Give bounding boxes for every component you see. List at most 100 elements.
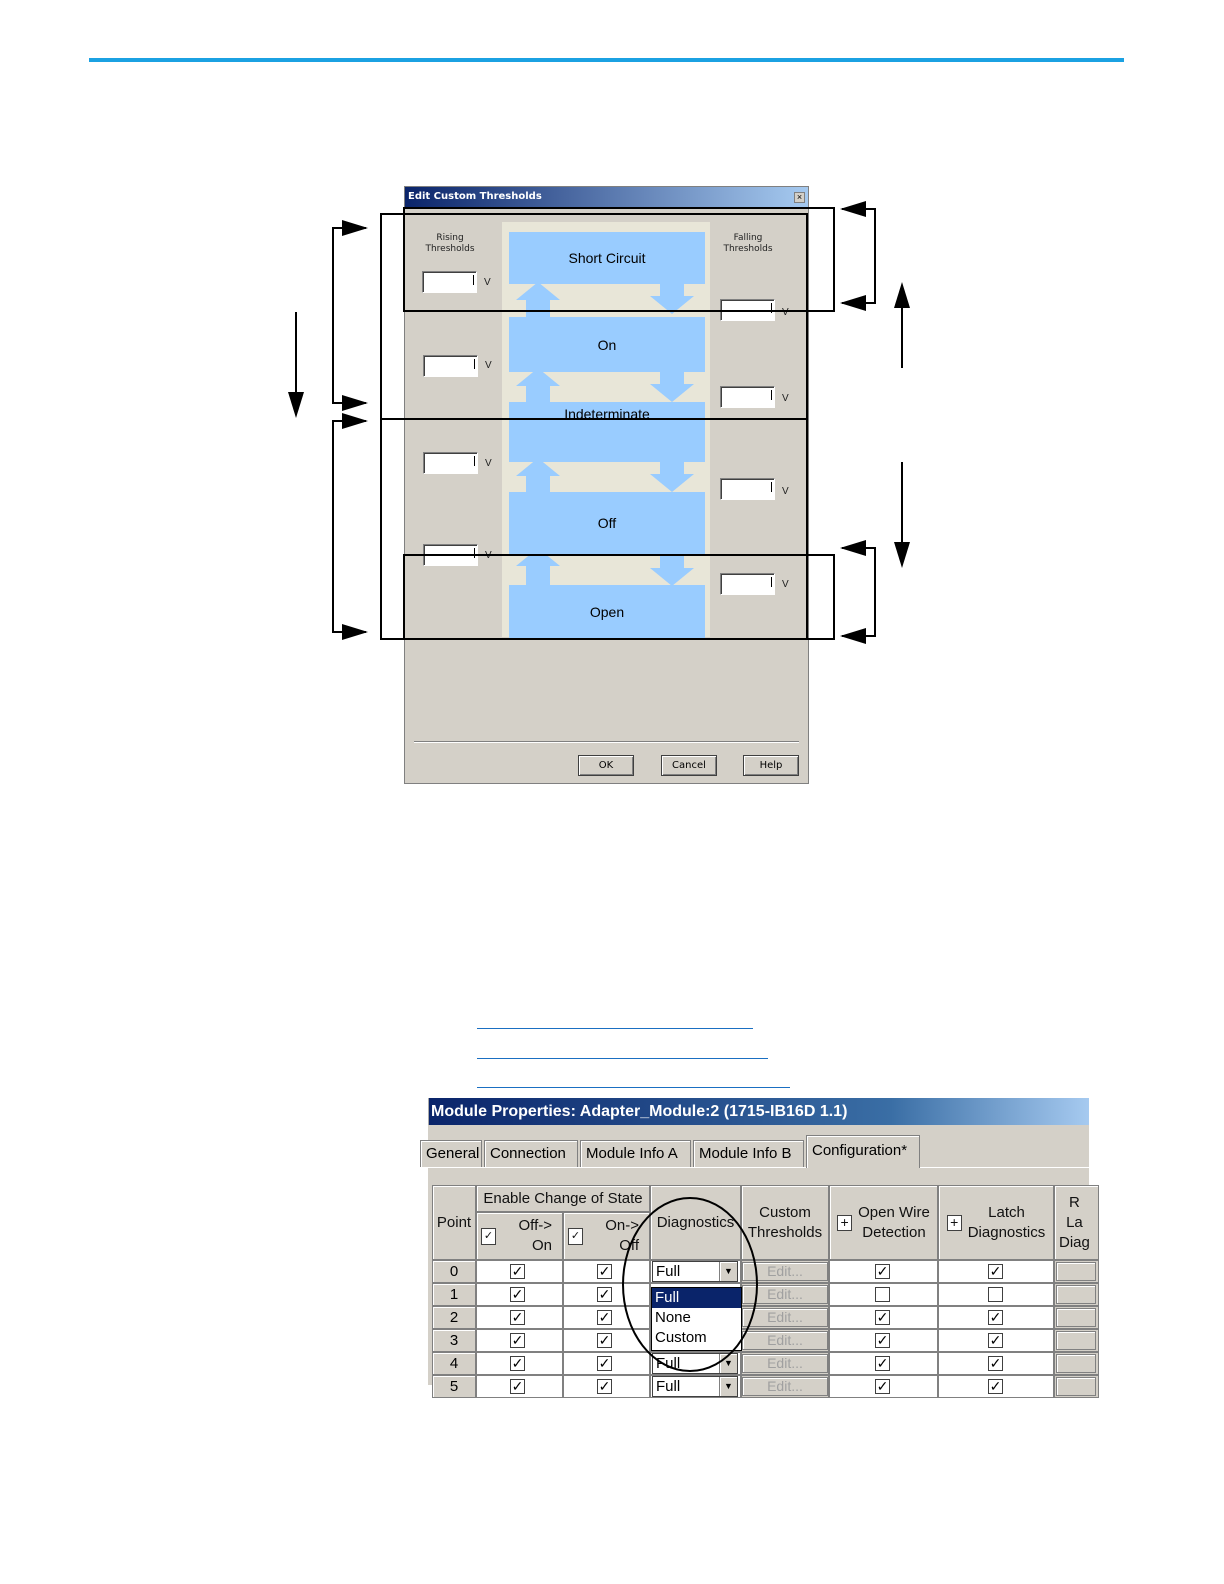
rising-threshold-input[interactable] — [423, 355, 478, 377]
select-all-checkbox-icon[interactable]: ✓ — [481, 1227, 496, 1245]
open-wire-checkbox[interactable]: ✓ — [875, 1378, 890, 1394]
off-on-checkbox[interactable]: ✓ — [510, 1332, 525, 1348]
tab-module-info-a[interactable]: Module Info A — [580, 1140, 691, 1167]
dialog-separator — [414, 741, 799, 743]
unit-label: V — [485, 360, 492, 371]
edit-thresholds-button[interactable]: Edit... — [742, 1308, 828, 1327]
edit-thresholds-button[interactable]: Edit... — [742, 1262, 828, 1281]
edit-thresholds-button[interactable]: Edit... — [742, 1354, 828, 1373]
header-rule — [89, 58, 1124, 62]
open-wire-checkbox[interactable]: ✓ — [875, 1355, 890, 1371]
open-wire-checkbox[interactable]: ✓ — [875, 1332, 890, 1348]
rising-threshold-input[interactable] — [422, 271, 477, 293]
unit-label: V — [485, 458, 492, 469]
tab-connection[interactable]: Connection — [484, 1140, 578, 1167]
dialog-title: Edit Custom Thresholds — [405, 187, 808, 207]
rising-thresholds-header: Rising Thresholds — [425, 233, 475, 254]
unit-label: V — [484, 277, 491, 288]
help-button[interactable]: Help — [743, 755, 799, 776]
edit-thresholds-button[interactable]: Edit... — [742, 1285, 828, 1304]
on-off-checkbox[interactable]: ✓ — [597, 1286, 612, 1302]
falling-arrow-icon — [650, 460, 694, 492]
diagnostics-select[interactable]: Full ▼ — [652, 1376, 738, 1397]
reset-button[interactable] — [1056, 1308, 1096, 1327]
latch-diagnostics-checkbox[interactable]: ✓ — [988, 1263, 1003, 1279]
close-icon[interactable]: × — [794, 192, 805, 203]
expand-icon[interactable]: + — [837, 1214, 853, 1231]
rising-arrow-icon — [516, 458, 560, 496]
ok-button[interactable]: OK — [578, 755, 634, 776]
header-latch-label: Latch Diagnostics — [967, 1203, 1046, 1241]
tab-configuration[interactable]: Configuration* — [806, 1135, 920, 1168]
header-off-on: ✓ Off-> On — [476, 1212, 563, 1260]
open-wire-checkbox[interactable]: ✓ — [875, 1309, 890, 1325]
state-diagram: Short Circuit On Indeterminate Off Open — [502, 222, 710, 638]
point-cell: 2 — [432, 1306, 476, 1329]
header-latch-diagnostics: + Latch Diagnostics — [938, 1185, 1054, 1260]
off-on-checkbox[interactable]: ✓ — [510, 1286, 525, 1302]
reset-button[interactable] — [1056, 1331, 1096, 1350]
open-wire-checkbox[interactable] — [875, 1287, 890, 1302]
on-off-checkbox[interactable]: ✓ — [597, 1332, 612, 1348]
state-off: Off — [509, 492, 705, 554]
select-all-checkbox-icon[interactable]: ✓ — [568, 1227, 583, 1245]
cancel-button[interactable]: Cancel — [661, 755, 717, 776]
off-on-checkbox[interactable]: ✓ — [510, 1355, 525, 1371]
cross-reference-link[interactable] — [477, 1058, 768, 1059]
chevron-down-icon[interactable]: ▼ — [719, 1377, 737, 1396]
falling-arrow-icon — [650, 552, 694, 586]
arrowhead — [342, 220, 368, 236]
cross-reference-link[interactable] — [477, 1028, 753, 1029]
edit-thresholds-button[interactable]: Edit... — [742, 1377, 828, 1396]
expand-icon[interactable]: + — [946, 1214, 962, 1231]
latch-diagnostics-checkbox[interactable]: ✓ — [988, 1355, 1003, 1371]
header-open-wire-detection: + Open Wire Detection — [829, 1185, 938, 1260]
state-open: Open — [509, 585, 705, 638]
rising-arrow-icon — [516, 548, 560, 588]
point-cell: 5 — [432, 1375, 476, 1398]
reset-button[interactable] — [1056, 1377, 1096, 1396]
configuration-panel: General Connection Module Info A Module … — [420, 1125, 1099, 1398]
off-on-checkbox[interactable]: ✓ — [510, 1309, 525, 1325]
falling-threshold-input[interactable] — [720, 299, 775, 321]
falling-threshold-input[interactable] — [720, 386, 775, 408]
unit-label: V — [782, 579, 789, 590]
rising-threshold-input[interactable] — [423, 544, 478, 566]
tab-module-info-b[interactable]: Module Info B — [693, 1140, 804, 1167]
unit-label: V — [485, 550, 492, 561]
header-reset-latched-diagnostics: R La Diag — [1054, 1185, 1099, 1260]
reset-button[interactable] — [1056, 1354, 1096, 1373]
reset-button[interactable] — [1056, 1262, 1096, 1281]
edit-thresholds-button[interactable]: Edit... — [742, 1331, 828, 1350]
edit-custom-thresholds-dialog: Edit Custom Thresholds × Rising Threshol… — [404, 186, 809, 784]
on-off-checkbox[interactable]: ✓ — [597, 1263, 612, 1279]
cross-reference-link[interactable] — [477, 1087, 790, 1088]
unit-label: V — [782, 486, 789, 497]
falling-threshold-input[interactable] — [720, 573, 775, 595]
unit-label: V — [782, 393, 789, 404]
header-custom-thresholds: Custom Thresholds — [741, 1185, 829, 1260]
open-wire-checkbox[interactable]: ✓ — [875, 1263, 890, 1279]
reset-button[interactable] — [1056, 1285, 1096, 1304]
state-on: On — [509, 317, 705, 372]
off-on-checkbox[interactable]: ✓ — [510, 1378, 525, 1394]
latch-diagnostics-checkbox[interactable] — [988, 1287, 1003, 1302]
diagnostics-select-value: Full — [656, 1378, 681, 1395]
rising-threshold-input[interactable] — [423, 452, 478, 474]
falling-thresholds-header: Falling Thresholds — [723, 233, 773, 254]
on-off-checkbox[interactable]: ✓ — [597, 1355, 612, 1371]
latch-diagnostics-checkbox[interactable]: ✓ — [988, 1378, 1003, 1394]
falling-threshold-input[interactable] — [720, 478, 775, 500]
falling-arrow-icon — [650, 282, 694, 314]
on-off-checkbox[interactable]: ✓ — [597, 1309, 612, 1325]
latch-diagnostics-checkbox[interactable]: ✓ — [988, 1332, 1003, 1348]
off-on-checkbox[interactable]: ✓ — [510, 1263, 525, 1279]
on-off-checkbox[interactable]: ✓ — [597, 1378, 612, 1394]
point-cell: 1 — [432, 1283, 476, 1306]
point-cell: 3 — [432, 1329, 476, 1352]
tab-general[interactable]: General — [420, 1140, 482, 1167]
header-enable-change-of-state: Enable Change of State — [476, 1185, 650, 1212]
state-short-circuit: Short Circuit — [509, 232, 705, 284]
latch-diagnostics-checkbox[interactable]: ✓ — [988, 1309, 1003, 1325]
header-point: Point — [432, 1185, 476, 1260]
